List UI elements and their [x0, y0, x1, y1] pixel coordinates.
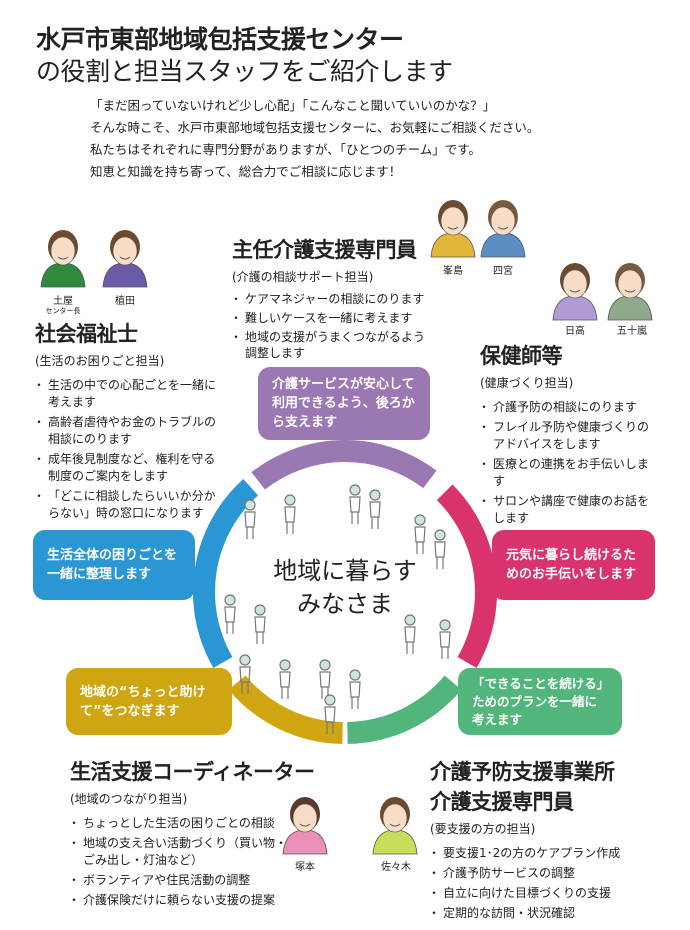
ring-segment-pink: [436, 484, 497, 668]
role-subtitle: (介護の相談サポート担当): [232, 270, 374, 284]
list-item: 「どこに相談したらいいか分からない」時の窓口になります: [33, 488, 220, 522]
staff-name: 塚本: [295, 862, 315, 873]
person-illustration: [324, 694, 336, 734]
bubble-chief-care-manager: 介護サービスが安心して利用できるよう、後ろから支えます: [258, 367, 430, 440]
intro-line: そんな時こそ、水戸市東部地域包括支援センターに、お気軽にご相談ください。: [90, 120, 540, 135]
bubble-social-worker: 生活全体の困りごとを一緒に整理します: [33, 530, 195, 600]
person-illustration: [319, 659, 331, 699]
staff-avatar: [102, 230, 148, 288]
staff-name: 佐々木: [381, 862, 411, 873]
staff-name: 植田: [115, 296, 135, 307]
role-public-health-nurse: 保健師等 (健康づくり担当) 介護予防の相談にのります フレイル予防や健康づくり…: [478, 340, 660, 530]
person-illustration: [224, 594, 236, 634]
person-illustration: [254, 604, 266, 644]
person-illustration: [349, 484, 361, 524]
ring-segment-blue: [193, 479, 259, 668]
person-illustration: [279, 659, 291, 699]
center-line: みなさま: [297, 590, 393, 618]
list-item: ケアマネジャーの相談にのります: [230, 291, 432, 307]
list-item: 医療との連携をお手伝いします: [478, 456, 660, 490]
staff-avatar: [552, 263, 598, 321]
role-subtitle: (健康づくり担当): [480, 376, 574, 390]
person-illustration: [439, 619, 451, 659]
staff-name: 峯島: [443, 266, 463, 277]
list-item: 自立に向けた目標づくりの支援: [428, 885, 650, 902]
bubble-life-support: 地域の“ちょっと助けて”をつなぎます: [66, 668, 232, 735]
list-item: 介護予防サービスの調整: [428, 865, 650, 882]
intro-line: 私たちはそれぞれに専門分野がありますが、「ひとつのチーム」です。: [90, 142, 482, 157]
page-title: 水戸市東部地域包括支援センター: [36, 25, 404, 54]
staff-avatar: [480, 200, 526, 258]
center-line: 地域に暮らす: [273, 557, 417, 585]
ring-segment-green: [347, 675, 462, 744]
list-item: フレイル予防や健康づくりのアドバイスをします: [478, 419, 660, 453]
list-item: ボランティアや住民活動の調整: [68, 872, 290, 889]
list-item: 地域の支援がうまくつながるよう調整します: [230, 329, 432, 361]
person-illustration: [434, 529, 446, 569]
staff-note: センター長: [45, 307, 81, 315]
list-item: 介護予防の相談にのります: [478, 399, 660, 416]
role-title: 主任介護支援専門員: [232, 238, 417, 262]
staff-name: 五十嵐: [617, 326, 647, 337]
center-text: 地域に暮らす みなさま: [245, 555, 445, 621]
role-title: 介護支援専門員: [430, 790, 574, 814]
person-illustration: [349, 669, 361, 709]
list-item: 生活の中での心配ごとを一緒に考えます: [33, 377, 220, 411]
list-item: 地域の支え合い活動づくり（買い物・ごみ出し・灯油など）: [68, 835, 290, 869]
person-illustration: [404, 614, 416, 654]
role-subtitle: (地域のつながり担当): [70, 792, 188, 806]
role-title: 保健師等: [480, 344, 563, 368]
intro-line: 知恵と知識を持ち寄って、総合力でご相談に応じます！: [90, 164, 402, 179]
intro-text: 「まだ困っていないけれど少し心配」「こんなこと聞いていいのかな？」 そんな時こそ…: [90, 95, 539, 183]
list-item: 高齢者虐待やお金のトラブルの相談にのります: [33, 414, 220, 448]
staff-name: 日高: [565, 326, 585, 337]
role-title: 介護予防支援事業所: [430, 760, 615, 784]
list-item: 要支援1･2の方のケアプラン作成: [428, 845, 650, 862]
page-subtitle: の役割と担当スタッフをご紹介します: [36, 57, 453, 86]
person-illustration: [414, 514, 426, 554]
list-item: 成年後見制度など、権利を守る制度のご案内をします: [33, 451, 220, 485]
role-subtitle: (要支援の方の担当): [430, 822, 536, 836]
role-chief-care-manager: 主任介護支援専門員 (介護の相談サポート担当) ケアマネジャーの相談にのります …: [230, 234, 432, 364]
bubble-prevention: 「できることを続ける」ためのプランを一緒に考えます: [458, 668, 622, 735]
role-social-worker: 社会福祉士 (生活のお困りごと担当) 生活の中での心配ごとを一緒に考えます 高齢…: [33, 318, 220, 525]
person-illustration: [369, 489, 381, 529]
role-subtitle: (生活のお困りごと担当): [35, 354, 165, 368]
list-item: サロンや講座で健康のお話をします: [478, 493, 660, 527]
ring-segment-gold: [228, 675, 343, 744]
staff-avatar: [372, 797, 418, 855]
staff-avatar: [40, 230, 86, 288]
bubble-public-health-nurse: 元気に暮らし続けるためのお手伝いをします: [492, 530, 655, 600]
role-life-support-coordinator: 生活支援コーディネーター (地域のつながり担当) ちょっとした生活の困りごとの相…: [68, 756, 315, 912]
staff-name: 土屋: [53, 296, 73, 307]
staff-name: 四宮: [493, 266, 513, 277]
person-illustration: [244, 499, 256, 539]
person-illustration: [239, 654, 251, 694]
role-title: 社会福祉士: [35, 322, 138, 346]
ring-segment-purple: [251, 440, 437, 490]
list-item: 難しいケースを一緒に考えます: [230, 310, 432, 326]
staff-avatar: [282, 797, 328, 855]
list-item: 介護保険だけに頼らない支援の提案: [68, 892, 290, 909]
list-item: ちょっとした生活の困りごとの相談: [68, 815, 290, 832]
staff-avatar: [430, 200, 476, 258]
list-item: 定期的な訪問・状況確認: [428, 905, 650, 922]
staff-avatar: [607, 263, 653, 321]
person-illustration: [284, 494, 296, 534]
role-prevention-care-manager: 介護予防支援事業所 介護支援専門員 (要支援の方の担当) 要支援1･2の方のケア…: [428, 756, 650, 925]
role-title: 生活支援コーディネーター: [70, 760, 315, 784]
intro-line: 「まだ困っていないけれど少し心配」「こんなこと聞いていいのかな？」: [90, 98, 496, 113]
